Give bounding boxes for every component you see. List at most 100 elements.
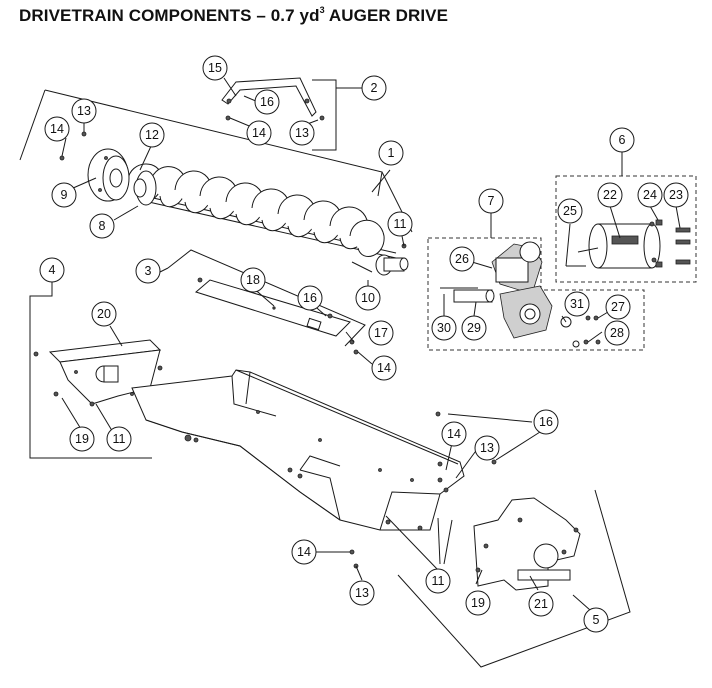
callout-14-plate: 14 — [371, 355, 397, 381]
callout-13-bottom: 13 — [349, 580, 375, 606]
front-bearing-flange — [87, 148, 130, 202]
callout-14-handle: 14 — [246, 120, 272, 146]
callout-label: 2 — [371, 81, 378, 95]
callout-label: 13 — [77, 104, 91, 118]
callout-label: 30 — [437, 321, 451, 335]
callout-label: 18 — [246, 273, 260, 287]
callout-29: 29 — [461, 315, 487, 341]
motor — [566, 221, 661, 269]
gearbox — [491, 241, 553, 339]
callout-21: 21 — [528, 591, 554, 617]
callout-label: 24 — [643, 188, 657, 202]
callout-label: 29 — [467, 321, 481, 335]
callout-label: 13 — [295, 126, 309, 140]
callout-14-bottom: 14 — [291, 539, 317, 565]
callout-12: 12 — [139, 122, 165, 148]
callout-16-plate: 16 — [297, 285, 323, 311]
callout-23: 23 — [663, 182, 689, 208]
callout-17: 17 — [368, 320, 394, 346]
callout-label: 14 — [297, 545, 311, 559]
callouts: 1 2 3 4 5 6 7 8 9 10 11 11 11 12 13 13 1… — [39, 55, 689, 633]
callout-28: 28 — [604, 320, 630, 346]
callout-7: 7 — [478, 188, 504, 214]
callout-label: 19 — [75, 432, 89, 446]
callout-label: 27 — [611, 300, 625, 314]
callout-16-frame: 16 — [533, 409, 559, 435]
callout-label: 14 — [447, 427, 461, 441]
callout-label: 5 — [593, 613, 600, 627]
callout-label: 12 — [145, 128, 159, 142]
callout-15: 15 — [202, 55, 228, 81]
callout-label: 16 — [539, 415, 553, 429]
callout-label: 11 — [394, 217, 407, 231]
callout-label: 6 — [619, 133, 626, 147]
callout-label: 4 — [49, 263, 56, 277]
callout-25: 25 — [557, 198, 583, 224]
callout-label: 14 — [50, 122, 64, 136]
callout-16-handle: 16 — [254, 89, 280, 115]
callout-label: 3 — [145, 264, 152, 278]
callout-24: 24 — [637, 182, 663, 208]
callout-label: 16 — [303, 291, 317, 305]
diagram-title: DRIVETRAIN COMPONENTS – 0.7 yd3 AUGER DR… — [19, 5, 449, 26]
hitch-mount — [473, 497, 581, 591]
callout-14-left: 14 — [44, 116, 70, 142]
callout-13-left: 13 — [71, 98, 97, 124]
callout-label: 21 — [534, 597, 548, 611]
callout-label: 15 — [208, 61, 222, 75]
callout-11-auger: 11 — [387, 211, 413, 237]
callout-label: 31 — [570, 297, 584, 311]
callout-label: 13 — [480, 441, 494, 455]
callout-3: 3 — [135, 258, 161, 284]
title-suffix: AUGER DRIVE — [324, 6, 449, 25]
callout-label: 17 — [374, 326, 388, 340]
callout-1: 1 — [378, 140, 404, 166]
callout-5: 5 — [583, 607, 609, 633]
callout-2: 2 — [361, 75, 387, 101]
callout-31: 31 — [564, 291, 590, 317]
callout-label: 13 — [355, 586, 369, 600]
shaft-key — [440, 287, 495, 303]
callout-11-frame: 11 — [425, 568, 451, 594]
callout-10: 10 — [355, 285, 381, 311]
callout-label: 26 — [455, 252, 469, 266]
callout-label: 10 — [361, 291, 375, 305]
handle — [221, 77, 317, 117]
title-superscript: 3 — [319, 5, 325, 15]
callout-13-frame: 13 — [474, 435, 500, 461]
callout-30: 30 — [431, 315, 457, 341]
callout-4: 4 — [39, 257, 65, 283]
main-frame — [131, 369, 465, 531]
callout-label: 28 — [610, 326, 624, 340]
leader-lines — [61, 77, 681, 591]
callout-label: 7 — [488, 194, 495, 208]
hardware-fasteners — [560, 219, 691, 348]
title-main: DRIVETRAIN COMPONENTS – 0.7 yd — [19, 6, 320, 25]
callout-label: 23 — [669, 188, 683, 202]
callout-11-bracket: 11 — [106, 426, 132, 452]
callout-label: 22 — [603, 188, 617, 202]
callout-22: 22 — [597, 182, 623, 208]
callout-18: 18 — [240, 267, 266, 293]
callout-label: 19 — [471, 596, 485, 610]
auger-flighting — [127, 163, 409, 276]
callout-13-handle: 13 — [289, 120, 315, 146]
callout-label: 11 — [113, 432, 126, 446]
callout-19-mount: 19 — [465, 590, 491, 616]
callout-label: 25 — [563, 204, 577, 218]
callout-6: 6 — [609, 127, 635, 153]
callout-label: 9 — [61, 188, 68, 202]
callout-20: 20 — [91, 301, 117, 327]
callout-26: 26 — [449, 246, 475, 272]
callout-8: 8 — [89, 213, 115, 239]
callout-label: 14 — [377, 361, 391, 375]
callout-9: 9 — [51, 182, 77, 208]
callout-label: 14 — [252, 126, 266, 140]
callout-label: 1 — [388, 146, 395, 160]
callout-label: 16 — [260, 95, 274, 109]
callout-19-bracket: 19 — [69, 426, 95, 452]
callout-label: 11 — [432, 574, 445, 588]
group-brackets — [19, 79, 697, 668]
callout-label: 8 — [99, 219, 106, 233]
